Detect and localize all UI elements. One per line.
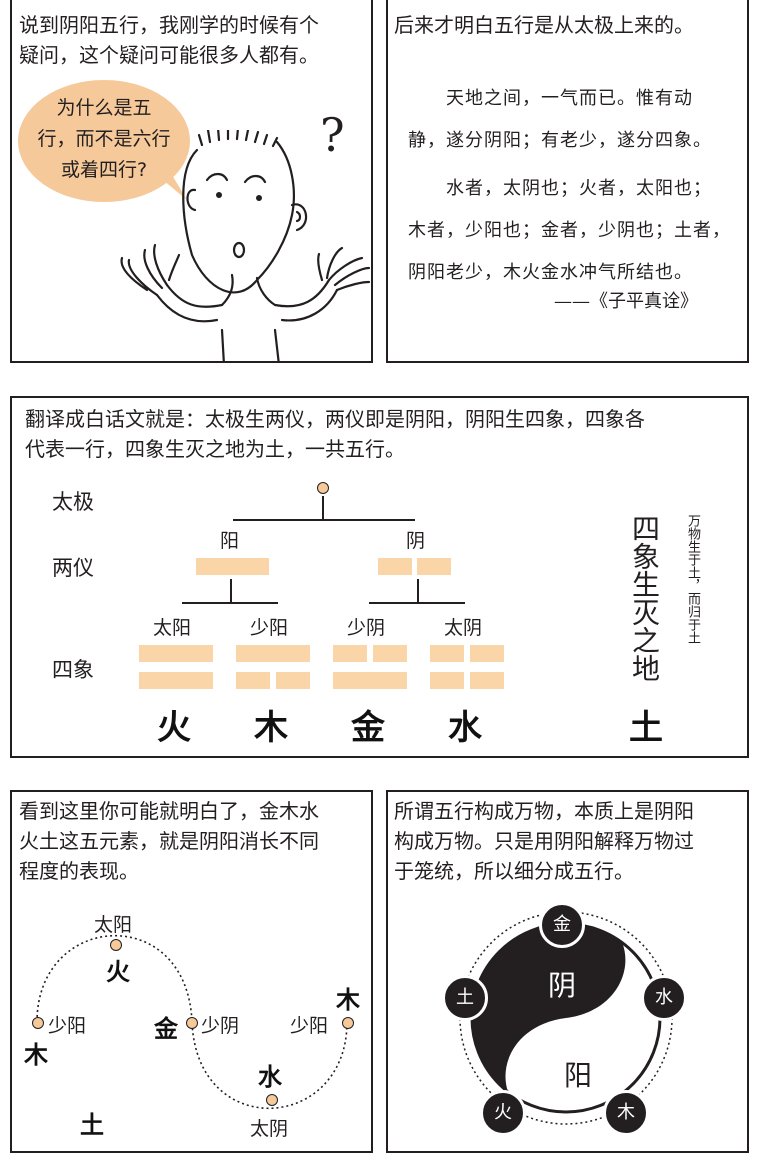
taiyang-line-top <box>139 645 213 662</box>
classical-quote: 天地之间，一气而已。惟有动 静，遂分阴阳；有老少，遂分四象。 水者，太阴也；火者… <box>408 78 731 294</box>
caption-line: 于笼统，所以细分成五行。 <box>394 859 634 883</box>
caption-line: 所谓五行构成万物，本质上是阴阳 <box>394 799 694 823</box>
caption-line: 看到这里你可能就明白了，金木水 <box>19 799 319 823</box>
connector <box>369 602 465 604</box>
label-shaoyang-left: 少阳 <box>48 1015 87 1037</box>
wave-curve <box>36 934 348 1110</box>
quote-line: 木者，少阳也；金者，少阴也；土者， <box>408 220 731 241</box>
bubble-text: 为什么是五 行，而不是六行 或着四行? <box>18 93 190 186</box>
element-earth: 土 <box>80 1110 104 1139</box>
label-shaoyang: 少阳 <box>250 617 289 639</box>
element-fire: 火 <box>157 708 191 748</box>
bubble-line: 或着四行? <box>60 159 148 181</box>
yinyang-symbol <box>459 911 673 1125</box>
panel-caption: 看到这里你可能就明白了，金木水 火土这五元素，就是阴阳消长不同 程度的表现。 <box>19 796 319 886</box>
panel-caption: 后来才明白五行是从太极上来的。 <box>394 13 694 37</box>
connector <box>233 519 415 521</box>
element-water: 水 <box>258 1062 282 1091</box>
element-metal-circle: 金 <box>539 902 585 948</box>
row-label-taiji: 太极 <box>52 490 94 514</box>
label-shaoyin: 少阴 <box>347 617 386 639</box>
panel-question: 说到阴阳五行，我刚学的时候有个 疑问，这个疑问可能很多人都有。 为什么是五 行，… <box>10 0 373 363</box>
node-shaoyang-left <box>32 1017 44 1029</box>
caption-line: 翻译成白话文就是：太极生两仪，两仪即是阴阳，阴阳生四象，四象各 <box>25 407 645 431</box>
yang-label: 阳 <box>220 530 240 552</box>
label-taiyin: 太阴 <box>250 1118 289 1140</box>
yang-label: 阳 <box>564 1059 593 1092</box>
quote-source: ——《子平真诠》 <box>554 291 698 312</box>
yin-line-broken-right <box>417 558 451 575</box>
earth-title-vertical: 四象生灭之地 <box>628 514 661 682</box>
label-shaoyang-right: 少阳 <box>290 1015 329 1037</box>
caption-line: 说到阴阳五行，我刚学的时候有个 <box>19 13 319 37</box>
quote-line: 水者，太阴也；火者，太阳也； <box>408 178 712 199</box>
shaoyin-line-top-r <box>373 645 407 662</box>
element-wood: 木 <box>254 708 288 748</box>
connector <box>322 496 324 520</box>
panel-yinyang-wave: 看到这里你可能就明白了，金木水 火土这五元素，就是阴阳消长不同 程度的表现。 太… <box>10 790 373 1153</box>
element-water-circle: 水 <box>641 975 687 1021</box>
label-shaoyin: 少阴 <box>201 1015 240 1037</box>
caption-line: 疑问，这个疑问可能很多人都有。 <box>19 43 319 67</box>
label-taiyang: 太阳 <box>94 914 133 936</box>
taiyin-line-bottom-r <box>470 672 504 689</box>
caption-line: 程度的表现。 <box>19 859 139 883</box>
element-metal: 金 <box>154 1014 178 1043</box>
element-wood-right: 木 <box>336 985 360 1014</box>
node-taiyang <box>110 939 122 951</box>
yin-label: 阴 <box>406 530 426 552</box>
element-wood-circle: 木 <box>603 1090 649 1136</box>
panel-four-images-diagram: 翻译成白话文就是：太极生两仪，两仪即是阴阳，阴阳生四象，四象各 代表一行，四象生… <box>10 396 749 758</box>
node-taiyin <box>266 1094 278 1106</box>
speech-bubble-tail <box>157 175 187 200</box>
yin-line-broken-left <box>378 558 412 575</box>
node-shaoyin <box>186 1017 198 1029</box>
shaoyang-line-bottom-r <box>276 672 310 689</box>
element-wood-left: 木 <box>24 1040 48 1069</box>
panel-yinyang-wuxing: 所谓五行构成万物，本质上是阴阳 构成万物。只是用阴阳解释万物过 于笼统，所以细分… <box>386 790 749 1153</box>
element-earth: 土 <box>629 708 663 748</box>
shaoyang-line-bottom-l <box>236 672 270 689</box>
caption-line: 代表一行，四象生灭之地为土，一共五行。 <box>25 437 405 461</box>
label-taiyang: 太阳 <box>153 617 192 639</box>
speech-bubble <box>18 80 190 202</box>
quote-line: 天地之间，一气而已。惟有动 <box>408 88 693 109</box>
boy-illustration <box>120 130 371 361</box>
element-metal: 金 <box>351 708 385 748</box>
earth-note-vertical: 万物生于土，而归于土 <box>685 514 700 644</box>
yin-label: 阴 <box>548 969 577 1002</box>
taiyin-line-bottom-l <box>430 672 464 689</box>
shaoyin-line-bottom <box>333 672 407 689</box>
caption-line: 火土这五元素，就是阴阳消长不同 <box>19 829 319 853</box>
panel-caption: 说到阴阳五行，我刚学的时候有个 疑问，这个疑问可能很多人都有。 <box>19 10 319 70</box>
connector <box>417 579 419 603</box>
element-fire-circle: 火 <box>480 1090 526 1136</box>
element-fire: 火 <box>106 957 130 986</box>
taiyin-line-top-l <box>430 645 464 662</box>
yang-line-solid <box>196 558 269 575</box>
label-taiyin: 太阴 <box>444 617 483 639</box>
panel-caption: 翻译成白话文就是：太极生两仪，两仪即是阴阳，阴阳生四象，四象各 代表一行，四象生… <box>25 404 645 464</box>
element-earth-circle: 土 <box>442 975 488 1021</box>
quote-line: 静，遂分阴阳；有老少，遂分四象。 <box>408 130 712 151</box>
caption-line: 构成万物。只是用阴阳解释万物过 <box>394 829 694 853</box>
node-shaoyang-right <box>342 1017 354 1029</box>
taiyin-line-top-r <box>470 645 504 662</box>
connector <box>182 602 278 604</box>
taiyang-line-bottom <box>139 672 213 689</box>
element-water: 水 <box>448 708 482 748</box>
shaoyang-line-top <box>236 645 310 662</box>
taiji-node <box>317 482 329 494</box>
quote-line: 阴阳老少，木火金水冲气所结也。 <box>408 262 693 283</box>
question-mark: ? <box>320 108 345 162</box>
panel-taiji-origin: 后来才明白五行是从太极上来的。 天地之间，一气而已。惟有动 静，遂分阴阳；有老少… <box>386 0 749 363</box>
row-label-sixiang: 四象 <box>52 658 94 682</box>
row-label-liangyi: 两仪 <box>52 556 94 580</box>
bubble-line: 行，而不是六行 <box>37 128 171 150</box>
connector <box>230 579 232 603</box>
bubble-line: 为什么是五 <box>56 97 152 119</box>
panel-caption: 所谓五行构成万物，本质上是阴阳 构成万物。只是用阴阳解释万物过 于笼统，所以细分… <box>394 796 694 886</box>
shaoyin-line-top-l <box>333 645 367 662</box>
